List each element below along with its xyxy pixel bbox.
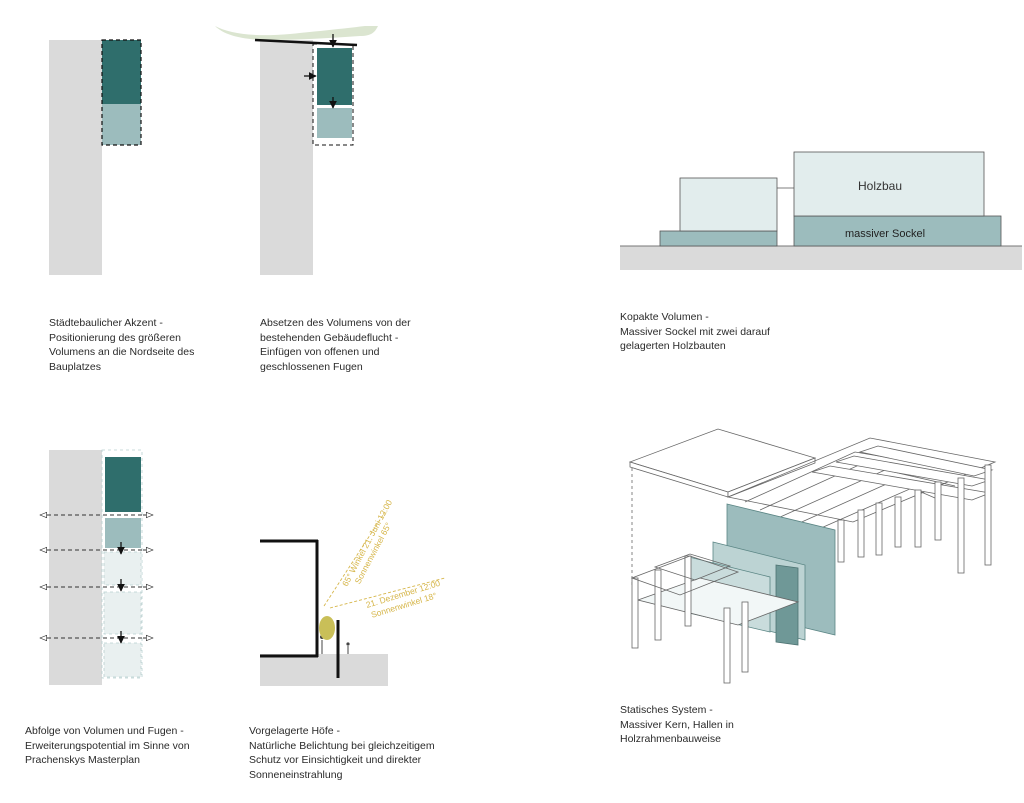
tree-icon — [319, 616, 335, 640]
caption-vorgelagerte-hoefe: Vorgelagerte Höfe - Natürliche Belichtun… — [249, 724, 435, 782]
summer-sun-ray — [323, 511, 386, 607]
caption-line: Massiver Sockel mit zwei darauf — [620, 325, 770, 338]
caption-statisches-system: Statisches System - Massiver Kern, Halle… — [620, 703, 734, 747]
floor-slab — [636, 577, 800, 626]
caption-line: Städtebaulicher Akzent - — [49, 317, 163, 329]
diagram-vorgelagerte-hoefe: 65° Winkel 21. Juni 12:00 Sonnenwinkel 6… — [260, 498, 446, 686]
diagram-statisches-system — [628, 428, 997, 684]
volume-1 — [105, 457, 141, 512]
caption-abfolge: Abfolge von Volumen und Fugen - Erweiter… — [25, 724, 190, 768]
diagram-staedtebaulicher-akzent — [49, 39, 142, 275]
left-frame — [630, 553, 749, 684]
ground — [260, 654, 388, 686]
tree-canopy — [215, 26, 378, 40]
existing-building — [49, 450, 102, 685]
caption-line: Massiver Kern, Hallen in — [620, 718, 734, 731]
caption-absetzen: Absetzen des Volumens von der bestehende… — [260, 316, 411, 374]
building-line — [254, 38, 358, 47]
plot-outline — [312, 43, 354, 146]
building-plot-outline — [101, 39, 142, 146]
timber-volume — [793, 151, 985, 217]
caption-line: Statisches System - — [620, 704, 713, 716]
expansion-outline — [101, 449, 143, 679]
caption-line: Abfolge von Volumen und Fugen - — [25, 725, 184, 737]
caption-line: Volumens an die Nordseite des — [49, 346, 195, 358]
diagram-abfolge — [40, 449, 153, 685]
label-sockel: massiver Sockel — [845, 228, 925, 240]
caption-line: Prachenskys Masterplan — [25, 754, 140, 766]
hall-roof-outline — [726, 437, 997, 523]
existing-building — [49, 40, 102, 275]
small-volume — [102, 104, 141, 145]
hall-beams — [811, 445, 994, 501]
large-volume — [317, 48, 352, 105]
caption-line: Einfügen von offenen und — [260, 346, 380, 358]
caption-line: Sonneneinstrahlung — [249, 768, 343, 781]
summer-sun-label: 65° Winkel 21. Juni 12:00 Sonnenwinkel 6… — [340, 498, 394, 588]
caption-line: Absetzen des Volumens von der — [260, 317, 411, 329]
hall-columns — [837, 464, 992, 574]
person-head — [346, 642, 350, 646]
caption-line: Vorgelagerte Höfe - — [249, 725, 341, 737]
small-plinth — [659, 230, 778, 247]
ground — [620, 246, 1022, 270]
volume-5 — [103, 642, 142, 678]
caption-line: Holzrahmenbauweise — [620, 733, 721, 745]
small-timber-volume — [679, 177, 778, 232]
large-volume — [102, 40, 141, 104]
volume-2 — [105, 518, 141, 548]
caption-line: Kopakte Volumen - — [620, 311, 709, 323]
caption-line: gelagerten Holzbauten — [620, 340, 726, 352]
label-holzbau: Holzbau — [858, 179, 902, 193]
caption-line: Natürliche Belichtung bei gleichzeitigem — [249, 739, 435, 752]
small-volume — [317, 108, 352, 138]
diagram-absetzen — [215, 26, 378, 275]
caption-line: Erweiterungspotential im Sinne von — [25, 739, 190, 752]
volume-3 — [103, 551, 142, 586]
joint-arrows — [40, 515, 153, 644]
caption-line: Bauplatzes — [49, 360, 101, 373]
diagram-kompakte-volumen: Holzbau massiver Sockel — [620, 151, 1022, 270]
caption-staedtebaulicher-akzent: Städtebaulicher Akzent - Positionierung … — [49, 316, 194, 374]
caption-line: Positionierung des größeren — [49, 331, 181, 344]
volume-4 — [103, 591, 142, 635]
roof-slab-edge — [727, 457, 816, 498]
caption-line: Schutz vor Einsichtigkeit und direkter — [249, 754, 422, 766]
existing-building — [260, 40, 313, 275]
caption-line: bestehenden Gebäudeflucht - — [260, 331, 399, 344]
caption-line: geschlossenen Fugen — [260, 360, 363, 373]
winter-sun-label: 21. Dezember 12:00 Sonnenwinkel 18° — [365, 578, 442, 620]
caption-kompakte-volumen: Kopakte Volumen - Massiver Sockel mit zw… — [620, 310, 770, 354]
